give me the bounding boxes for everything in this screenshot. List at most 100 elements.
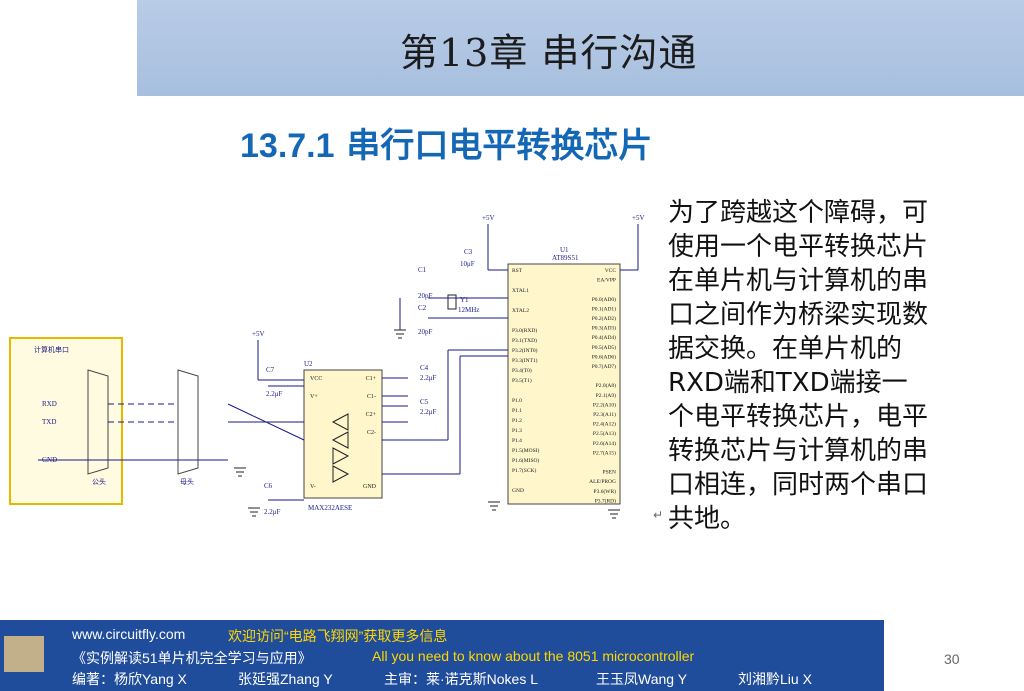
c5-value: 2.2μF [420, 408, 437, 416]
pin-label: P1.1 [512, 408, 522, 414]
pin-label: P3.0(RXD) [512, 327, 537, 334]
pin-label: P2.6(A14) [593, 440, 616, 447]
pin-label: V- [310, 484, 316, 490]
pin-label: P2.1(A9) [596, 392, 616, 399]
pin-label: P2.7(A15) [593, 449, 616, 456]
vcc-label-3: +5V [252, 330, 265, 338]
vcc-label-2: +5V [632, 214, 645, 222]
book-title-cn: 《实例解读51单片机完全学习与应用》 [72, 650, 312, 666]
pc-port-box [9, 337, 123, 505]
pin-label: P2.2(A10) [593, 401, 616, 408]
pin-label: P3.1(TXD) [512, 337, 537, 344]
return-mark-icon: ↵ [653, 508, 664, 522]
txd-label: TXD [42, 418, 56, 426]
pin-label: P3.2(INT0) [512, 347, 538, 354]
pin-label: VCC [605, 268, 617, 274]
body-line: RXD端和TXD端接一 [668, 368, 908, 398]
u2-label: U2 [304, 360, 313, 368]
pin-label: C1+ [366, 376, 377, 382]
at89s51-chip [507, 263, 621, 505]
pin-label: P2.0(A8) [596, 382, 616, 389]
c2-value: 20pF [418, 328, 433, 336]
female-label: 母头 [180, 477, 194, 486]
body-line: 转换芯片与计算机的串 [668, 436, 929, 466]
body-line: 口之间作为桥梁实现数 [668, 300, 929, 330]
book-cover-art [4, 636, 44, 672]
section-heading: 串行口电平转换芯片 [346, 126, 653, 166]
c4-value: 2.2μF [420, 374, 437, 382]
welcome-text: 欢迎访问“电路飞翔网”获取更多信息 [228, 628, 448, 644]
title-bar [137, 0, 1024, 96]
pin-label: XTAL2 [512, 308, 529, 314]
pin-label: P1.5(MOSI) [512, 447, 540, 454]
vcc-label: +5V [482, 214, 495, 222]
pin-label: ALE/PROG [589, 479, 616, 485]
pin-label: P0.4(AD4) [592, 334, 616, 341]
body-line: 使用一个电平转换芯片 [668, 232, 929, 262]
pin-label: P1.6(MISO) [512, 457, 540, 464]
db9-male-connector [87, 369, 109, 475]
body-line: 为了跨越这个障碍，可 [668, 198, 929, 228]
c3-label: C3 [464, 248, 473, 256]
section-title: 13.7.1 串行口电平转换芯片 [240, 118, 652, 167]
pin-label: XTAL1 [512, 288, 529, 294]
c6-label: C6 [264, 482, 273, 490]
pin-label: P3.5(T1) [512, 377, 532, 384]
c7-label: C7 [266, 366, 275, 374]
pin-label: P3.7(RD) [595, 497, 616, 504]
pin-label: P0.2(AD2) [592, 315, 616, 322]
pin-label: P2.3(A11) [593, 411, 616, 418]
circuit-diagram: +5V +5V +5V C3 10μF C1 20pF C2 20pF Y1 1… [9, 214, 645, 519]
rxd-label: RXD [42, 400, 57, 408]
c2-label: C2 [418, 304, 427, 312]
body-text: 为了跨越这个障碍，可 使用一个电平转换芯片 在单片机与计算机的串 口之间作为桥梁… [668, 196, 1018, 536]
pin-label: P3.6(WR) [594, 488, 617, 495]
reviewer: 主审：莱·诺克斯Nokes L [384, 671, 539, 687]
pin-label: P1.3 [512, 428, 522, 434]
pin-label: P0.5(AD5) [592, 344, 616, 351]
author-2: 张延强Zhang Y [238, 671, 333, 687]
authors-label: 编著：杨欣Yang X [72, 671, 187, 687]
body-line: 据交换。在单片机的 [668, 334, 903, 364]
c6-value: 2.2μF [264, 508, 281, 516]
author-4: 刘湘黔Liu X [738, 671, 812, 687]
pin-label: P2.5(A13) [593, 430, 616, 437]
body-line: 口相连，同时两个串口 [668, 470, 929, 500]
body-line: 共地。 [668, 504, 747, 534]
pin-label: P0.1(AD1) [592, 305, 616, 312]
pin-label: EA/VPP [597, 278, 616, 284]
pin-label: RST [512, 268, 523, 274]
pin-label: P3.4(T0) [512, 367, 532, 374]
pin-label: V+ [310, 394, 318, 400]
pin-label: PSEN [603, 470, 616, 476]
pin-label: P0.7(AD7) [592, 363, 616, 370]
book-title-en: All you need to know about the 8051 micr… [372, 648, 695, 664]
pin-label: GND [363, 484, 377, 490]
author-3: 王玉凤Wang Y [596, 671, 688, 687]
pin-label: P0.6(AD6) [592, 353, 616, 360]
pin-label: P2.4(A12) [593, 421, 616, 428]
pin-label: P0.3(AD3) [592, 325, 616, 332]
website-link[interactable]: www.circuitfly.com [72, 626, 186, 642]
c4-label: C4 [420, 364, 429, 372]
page-number: 30 [944, 651, 960, 667]
u2-part: MAX232AESE [308, 504, 352, 512]
u1-part: AT89S51 [552, 254, 579, 262]
pin-label: P0.0(AD0) [592, 296, 616, 303]
c3-value: 10μF [460, 260, 475, 268]
c1-value: 20pF [418, 292, 433, 300]
pin-label: C2- [367, 430, 376, 436]
y1-label: Y1 [460, 296, 469, 304]
pin-label: C2+ [366, 412, 377, 418]
pin-label: P1.4 [512, 438, 522, 444]
body-line: 在单片机与计算机的串 [668, 266, 929, 296]
pin-label: P1.0 [512, 398, 522, 404]
pin-label: VCC [310, 376, 322, 382]
pc-port-label: 计算机串口 [34, 345, 69, 354]
gnd-label: GND [42, 456, 57, 464]
u1-label: U1 [560, 246, 569, 254]
book-cover-image [0, 620, 884, 691]
c5-label: C5 [420, 398, 429, 406]
body-line: 个电平转换芯片，电平 [668, 402, 929, 432]
pin-label: GND [512, 488, 524, 494]
